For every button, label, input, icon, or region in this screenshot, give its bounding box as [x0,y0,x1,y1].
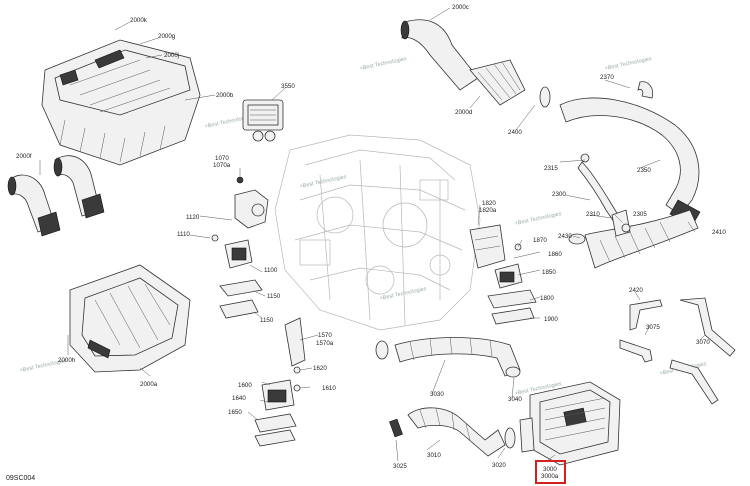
label-3070: 3070 [696,339,710,346]
diagram-reference: 09SC004 [6,475,35,482]
label-1850: 1850 [542,269,556,276]
label-1150-b: 1150 [260,317,274,324]
label-3030: 3030 [430,391,444,398]
boost-hose-3010 [389,407,516,457]
label-2000g: 2000g [158,33,176,40]
label-1570a: 1570a [316,340,334,347]
label-1110: 1110 [177,231,190,238]
label-2305: 2305 [633,211,647,218]
label-1070a: 1070a [213,162,231,169]
label-2300: 2300 [552,191,566,198]
label-2430: 2430 [558,233,572,240]
watermark: +Best Technologies [604,56,652,72]
label-2370: 2370 [600,74,614,81]
label-3000a: 3000a [541,473,559,480]
label-1820a: 1820a [479,207,497,214]
label-2000f: 2000f [16,153,32,160]
watermark: +Best Technologies [359,56,407,72]
label-1870: 1870 [533,237,547,244]
label-2400: 2400 [508,129,522,136]
label-1800: 1800 [540,295,554,302]
intercooler [519,381,621,466]
label-1640: 1640 [232,395,246,402]
label-3000: 3000 [543,466,557,473]
watermark: +Best Technologies [514,211,562,227]
label-1860: 1860 [548,251,562,258]
leader-lines [39,7,706,462]
label-3040: 3040 [508,396,522,403]
label-1570: 1570 [318,332,332,339]
label-2000h: 2000h [58,357,76,364]
label-3025: 3025 [393,463,407,470]
label-1150: 1150 [267,293,281,300]
label-2315: 2315 [544,165,558,172]
oil-pan [69,264,191,373]
label-1600: 1600 [238,382,252,389]
label-1650: 1650 [228,409,242,416]
brackets [619,297,736,405]
engine-mount-right [469,224,537,325]
label-2420: 2420 [629,287,643,294]
engine-mount-left [211,176,269,319]
engine-mount-centre [254,317,306,447]
label-1070: 1070 [215,155,229,162]
label-3075: 3075 [646,324,660,331]
inlet-duct [400,19,551,108]
label-2000d: 2000d [455,109,473,116]
label-2000b: 2000b [216,92,234,99]
intake-tubes [7,155,105,237]
label-2000c: 2000c [452,4,469,11]
highlight-box [535,460,566,484]
label-3010: 3010 [427,452,441,459]
intake-manifold [41,39,201,166]
label-3020: 3020 [492,462,506,469]
label-1610: 1610 [322,385,336,392]
watermark: +Best Technologies [379,286,427,302]
label-1620: 1620 [313,365,327,372]
throttle-body [242,99,284,142]
boost-hose-3030 [375,336,521,378]
label-2000k: 2000k [130,17,148,24]
small-hoses [568,153,631,245]
part-labels: 2000k 2000g 2000j 2000b 2000f 2000h 2000… [16,4,726,480]
engine-block-ghost [274,134,481,331]
label-2350: 2350 [637,167,651,174]
label-2000a: 2000a [140,381,158,388]
charge-tube-upper [559,81,701,269]
watermark: +Best Technologies [299,174,347,190]
label-2410: 2410 [712,229,726,236]
label-1900: 1900 [544,316,558,323]
label-1100: 1100 [264,267,278,274]
label-3550: 3550 [281,83,295,90]
label-2000j: 2000j [164,52,179,59]
label-2310: 2310 [586,211,600,218]
label-1120: 1120 [186,214,200,221]
label-1820: 1820 [482,200,496,207]
